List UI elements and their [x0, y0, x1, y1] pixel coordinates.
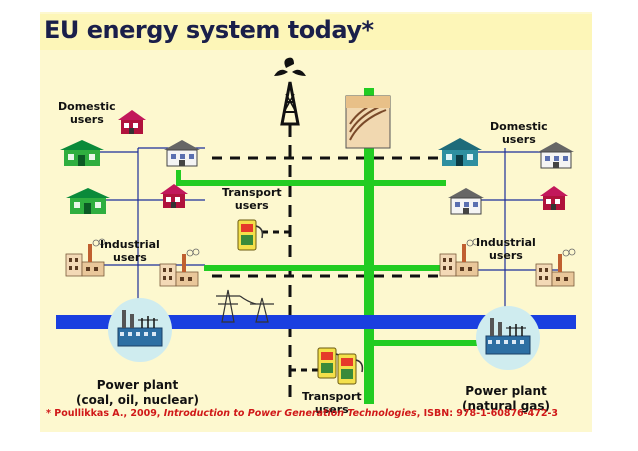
house-icon [66, 188, 110, 214]
fuel-pump-icon [237, 219, 264, 251]
distribution-lines [100, 147, 560, 322]
house-icon [160, 184, 188, 208]
power-plant-icon [475, 305, 541, 371]
citation-suffix: , ISBN: 978-1-60876-472-3 [416, 408, 558, 419]
citation-book: Introduction to Power Generation Technol… [163, 408, 417, 419]
factory-icon [535, 248, 576, 287]
factory-icon [439, 238, 480, 277]
power-plant-right-line2: (natural gas) [462, 399, 551, 413]
industrial-users-left-label: Industrial users [100, 238, 160, 264]
citation: * Poullikkas A., 2009, Introduction to P… [46, 408, 558, 419]
house-icon [118, 110, 146, 134]
transport-users-top-text: Transport users [222, 186, 282, 212]
pipeline-field-icon [345, 95, 391, 149]
pylon-icon [216, 289, 274, 323]
electricity-line [56, 315, 576, 329]
domestic-users-left-label: Domestic users [58, 100, 116, 126]
transport-users-bottom-label: Transport users [302, 390, 362, 416]
domestic-users-right-label: Domestic users [490, 120, 548, 146]
house-icon [163, 139, 201, 167]
industrial-users-left-text: Industrial users [100, 238, 160, 264]
transport-users-top-label: Transport users [222, 186, 282, 212]
house-icon [540, 186, 568, 210]
title-bar [40, 14, 592, 50]
house-icon [438, 138, 482, 166]
industrial-users-right-text: Industrial users [476, 236, 536, 262]
power-plant-icon [107, 297, 173, 363]
power-plant-right-label: Power plant (natural gas) [462, 384, 550, 414]
citation-prefix: * Poullikkas A., 2009, [46, 408, 164, 419]
page-title: EU energy system today* [44, 16, 374, 44]
domestic-users-left-text: Domestic users [58, 100, 116, 126]
factory-icon [159, 248, 200, 287]
house-icon [60, 140, 104, 166]
power-plant-left-label: Power plant (coal, oil, nuclear) [76, 378, 199, 408]
power-plant-right-line1: Power plant [465, 384, 547, 398]
oil-lines [212, 125, 440, 400]
industrial-users-right-label: Industrial users [476, 236, 536, 262]
gas-lines [176, 88, 492, 404]
power-plant-left-line2: (coal, oil, nuclear) [76, 393, 199, 407]
transport-users-bottom-text: Transport users [302, 390, 362, 416]
house-icon [447, 187, 485, 215]
power-plant-left-line1: Power plant [96, 378, 179, 392]
oil-rig-icon [274, 57, 306, 126]
fuel-pump-icon [337, 353, 364, 385]
domestic-users-right-text: Domestic users [490, 120, 548, 146]
